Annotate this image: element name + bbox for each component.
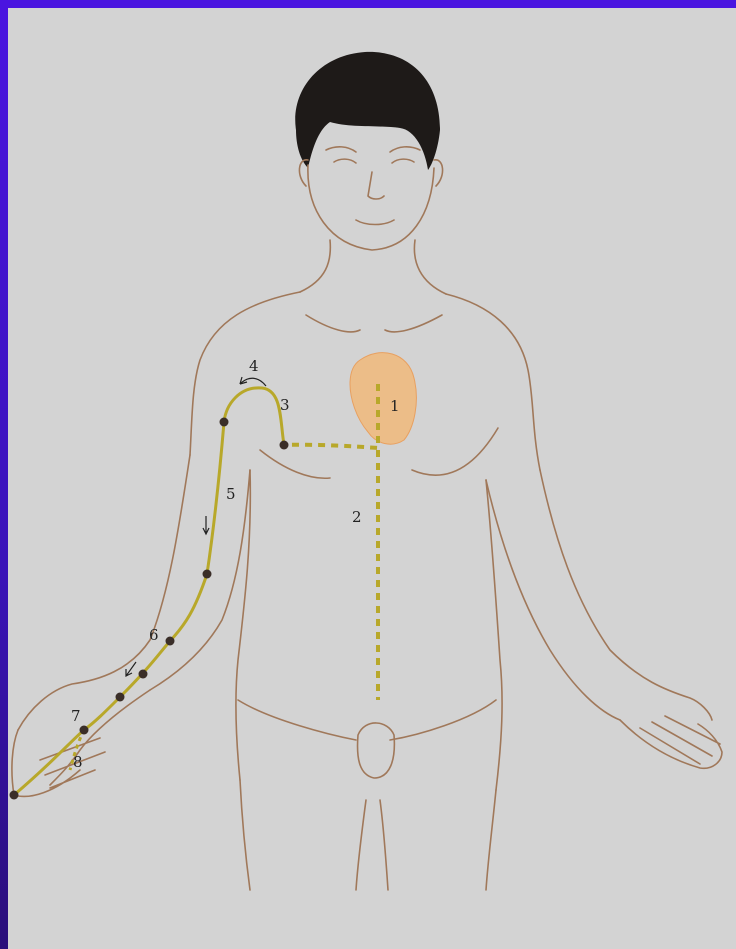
label-7: 7 — [71, 707, 81, 725]
collar-left — [306, 315, 360, 332]
left-arm-outer — [540, 470, 712, 720]
arrow-curve-4 — [240, 378, 266, 386]
inner-leg-left — [356, 800, 366, 890]
torso-right — [486, 480, 502, 790]
nose — [368, 172, 384, 199]
acupoint-upper-arm — [220, 418, 229, 427]
acupoint-forearm-2 — [139, 670, 148, 679]
chest-right — [412, 428, 498, 475]
acupoint-armpit — [280, 441, 289, 450]
torso-left — [236, 470, 251, 780]
arrow-down-5 — [203, 516, 209, 534]
hair — [295, 52, 440, 170]
meridian-diagram: 1 2 3 4 5 6 7 8 — [8, 8, 736, 949]
acupoint-forearm-1 — [166, 637, 175, 646]
label-4: 4 — [249, 357, 259, 375]
label-1: 1 — [390, 397, 400, 415]
right-shoulder — [446, 294, 540, 470]
right-eyebrow — [390, 147, 420, 152]
heart-shape — [350, 353, 416, 445]
left-hand — [620, 716, 722, 768]
leg-left — [240, 780, 250, 890]
acupoint-fingertip — [10, 791, 19, 800]
label-6: 6 — [149, 626, 159, 644]
label-8: 8 — [73, 753, 83, 771]
diagram-canvas: 1 2 3 4 5 6 7 8 — [8, 8, 736, 949]
acupoint-elbow — [203, 570, 212, 579]
right-eye — [392, 159, 414, 163]
label-5: 5 — [226, 485, 236, 503]
label-2: 2 — [352, 508, 362, 526]
chest-left — [260, 450, 330, 478]
mouth — [356, 220, 394, 225]
body-outline — [12, 147, 722, 890]
groin — [238, 700, 496, 740]
acupoint-wrist — [116, 693, 125, 702]
internal-meridian — [284, 384, 378, 700]
right-arm-outer — [18, 455, 190, 730]
inner-leg-right — [380, 800, 388, 890]
genitals — [358, 723, 395, 778]
left-eyebrow — [326, 147, 356, 152]
right-ear — [434, 160, 443, 186]
acupoint-palm — [80, 726, 89, 735]
acupoints — [10, 418, 289, 800]
neck-right — [414, 240, 446, 294]
leg-right — [486, 790, 496, 890]
left-eye — [334, 159, 356, 163]
label-3: 3 — [280, 396, 290, 414]
right-arm-inner — [150, 470, 250, 690]
collar-right — [385, 315, 442, 332]
neck-left — [300, 240, 330, 292]
arm-meridian — [14, 388, 284, 795]
direction-arrows — [126, 377, 266, 676]
left-arm-inner — [486, 480, 620, 720]
